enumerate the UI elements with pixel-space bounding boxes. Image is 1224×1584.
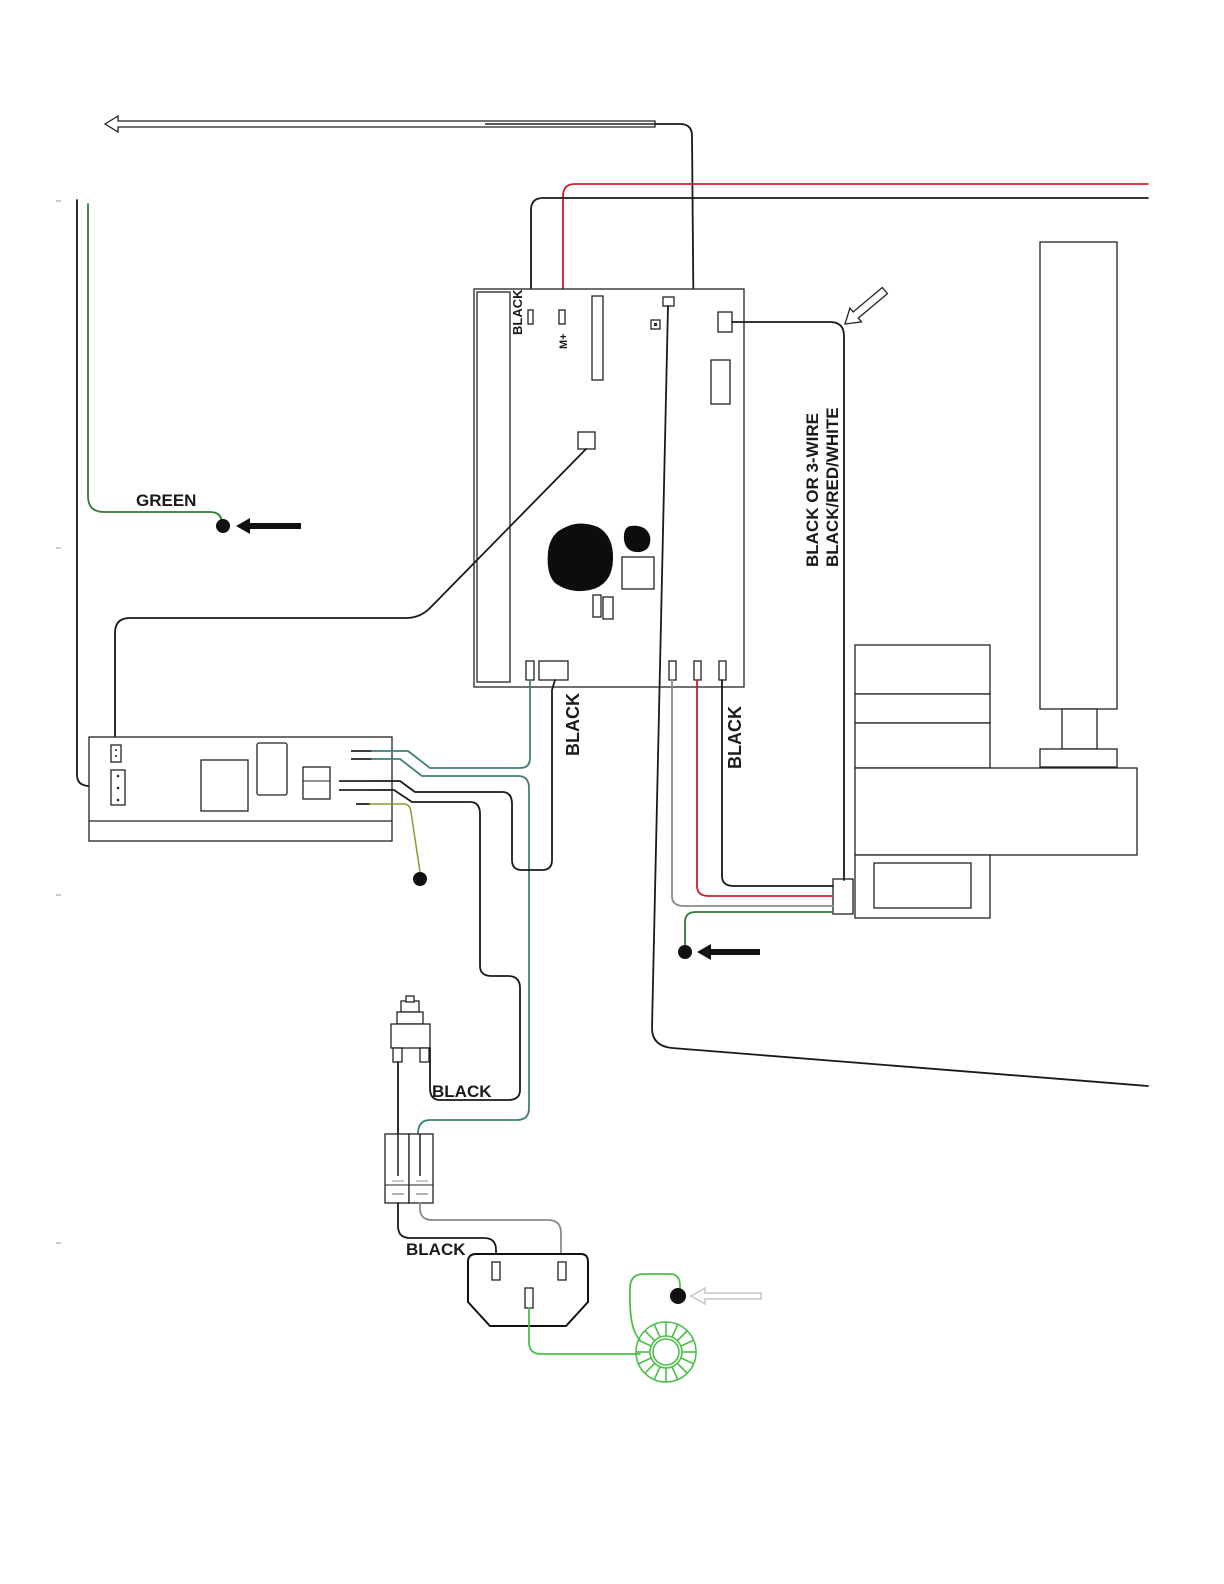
wire-board-to-motor-black: [732, 322, 844, 880]
terminal-block: [385, 1134, 433, 1203]
wire-black-1: [372, 680, 555, 870]
wire-teal-2: [372, 759, 529, 1134]
power-supply-board: [89, 737, 392, 841]
motor-assembly: [833, 242, 1137, 918]
ferrite-ring: [636, 1322, 696, 1382]
ground-point-motor: [678, 945, 692, 959]
power-switch: [391, 996, 430, 1062]
arrow-left-motor-icon: [697, 944, 760, 960]
label-green: GREEN: [136, 491, 196, 510]
label-black-switch: BLACK: [432, 1082, 492, 1101]
ground-point-green: [216, 519, 230, 533]
arrow-left-ferrite-icon: [691, 1288, 761, 1304]
wire-ferrite-loop: [630, 1274, 680, 1340]
ground-point-power-board: [413, 872, 427, 886]
wire-motor-red: [697, 680, 833, 896]
label-black-board-bottom-left: BLACK: [563, 693, 583, 756]
label-black-board-bottom-right: BLACK: [725, 706, 745, 769]
arrow-left-icon: [236, 518, 301, 534]
wire-teal-1: [372, 680, 530, 768]
control-board: [474, 289, 744, 687]
top-left-arrow-icon: [105, 116, 655, 132]
ground-point-ferrite: [670, 1288, 686, 1304]
motor-green-ground-wire: [685, 912, 833, 945]
power-inlet: [468, 1254, 588, 1326]
margin-ticks: [56, 201, 61, 1243]
hollow-arrow-icon: [839, 284, 890, 331]
label-wire-note-line1: BLACK OR 3-WIRE: [803, 413, 822, 567]
large-capacitor: [548, 524, 613, 592]
label-black-inlet: BLACK: [406, 1240, 466, 1259]
label-m-plus: M+: [558, 333, 570, 349]
label-wire-note-line2: BLACK/RED/WHITE: [823, 407, 842, 567]
left-black-wire: [77, 200, 112, 786]
label-black-board-top: BLACK: [510, 289, 525, 335]
green-ground-wire: [88, 204, 222, 524]
